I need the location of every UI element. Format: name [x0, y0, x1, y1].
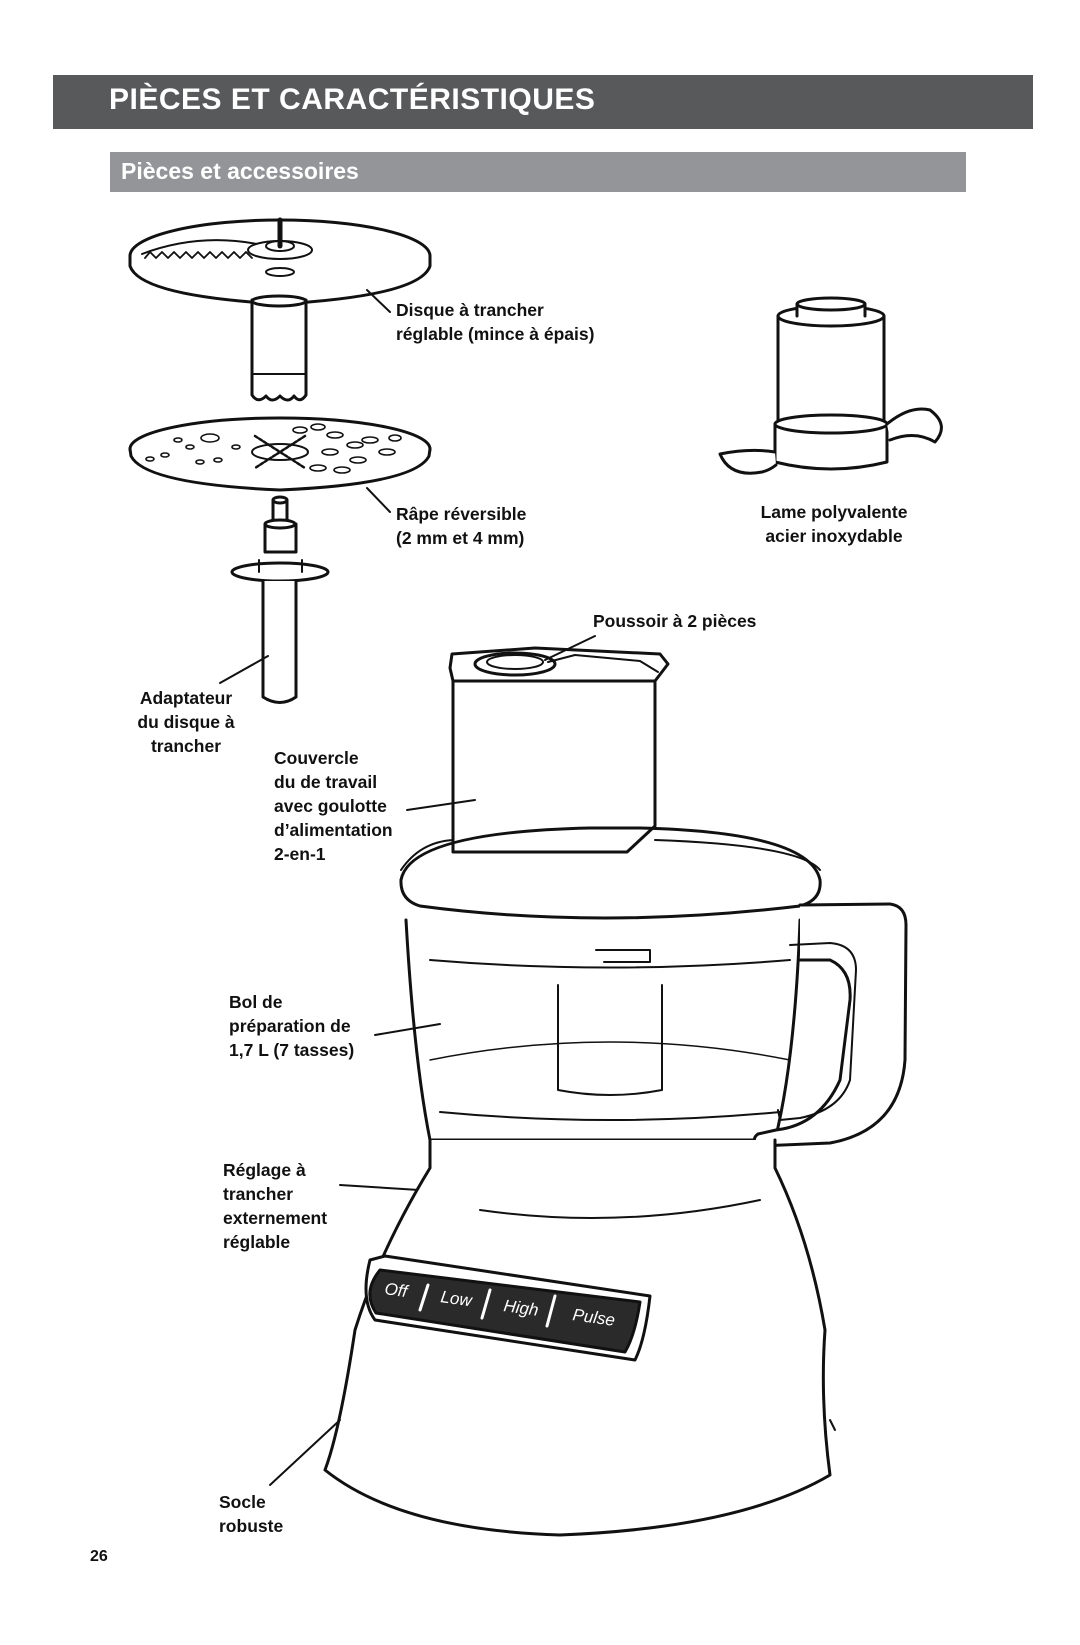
adapter-illustration: [219, 495, 330, 704]
slicing-disc-illustration: [128, 217, 432, 402]
feed-tube-illustration: [448, 635, 670, 854]
slicing-control-label: Réglage à trancher externement réglable: [223, 1160, 328, 1252]
adapter-label: Adaptateur du disque à trancher: [137, 688, 235, 756]
base-illustration: [269, 1138, 836, 1537]
bowl-illustration: [374, 902, 908, 1148]
page-title: PIÈCES ET CARACTÉRISTIQUES: [109, 83, 596, 116]
control-low-label: Low: [439, 1287, 474, 1310]
pusher-label: Poussoir à 2 pièces: [593, 611, 757, 631]
shredder-disc-illustration: [128, 416, 432, 513]
shredder-label: Râpe réversible (2 mm et 4 mm): [396, 504, 527, 548]
subsection-title: Pièces et accessoires: [121, 158, 359, 184]
blade-label: Lame polyvalente acier inoxydable: [760, 502, 908, 546]
control-high-label: High: [502, 1296, 539, 1320]
subsection-title-bar: Pièces et accessoires: [110, 152, 966, 192]
lid-label: Couvercle du de travail avec goulotte d’…: [274, 748, 393, 864]
base-label: Socle robuste: [219, 1492, 284, 1536]
slicing-disc-label: Disque à trancher réglable (mince à épai…: [396, 300, 595, 344]
control-off-label: Off: [383, 1279, 410, 1301]
bowl-label: Bol de préparation de 1,7 L (7 tasses): [229, 992, 355, 1060]
page-number: 26: [90, 1548, 108, 1565]
blade-illustration: [718, 296, 943, 475]
lid-illustration: [399, 799, 822, 920]
section-title-bar: PIÈCES ET CARACTÉRISTIQUES: [53, 75, 1033, 129]
